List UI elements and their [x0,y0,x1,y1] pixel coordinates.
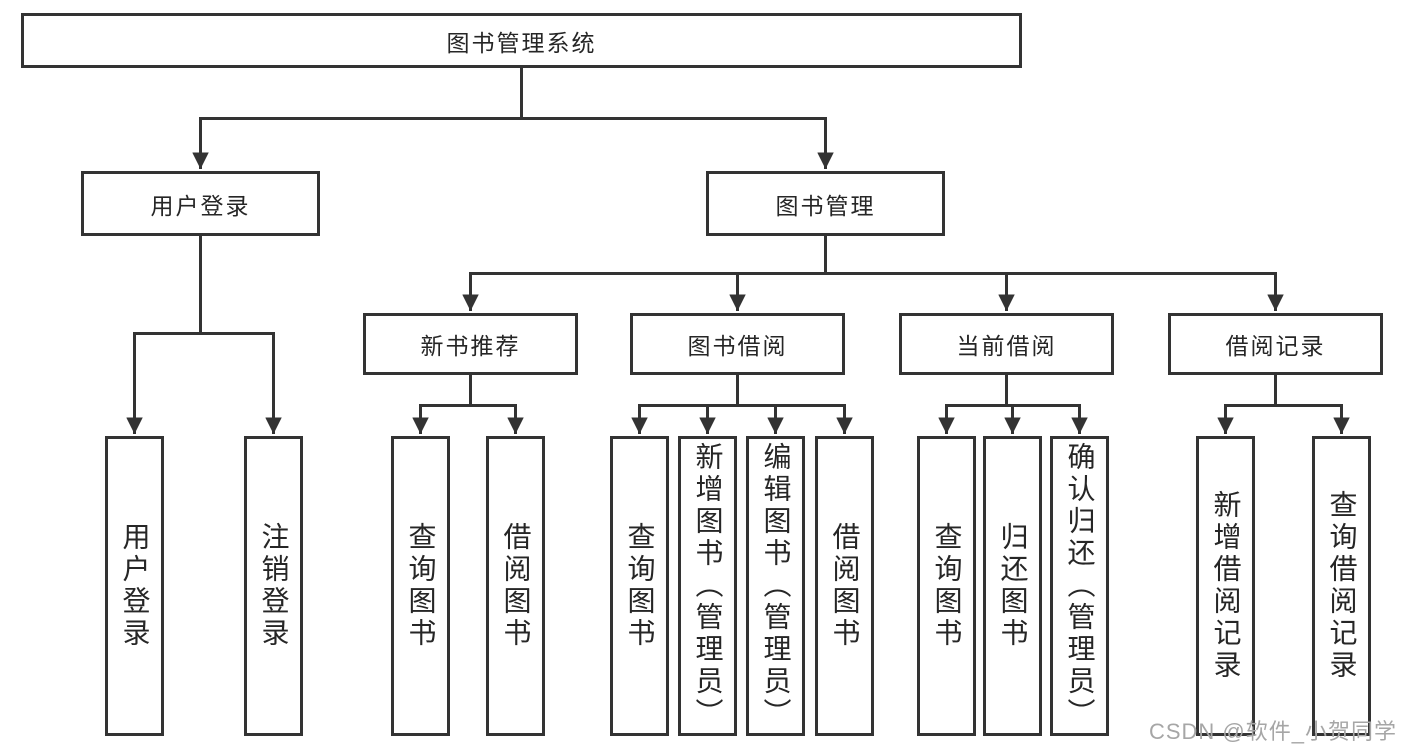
connector-new-book-recommend-to-leaves [412,375,524,434]
node-leaf-query-borrow-record: 查询借阅记录 [1312,436,1371,736]
node-current-borrow: 当前借阅 [899,313,1114,375]
node-leaf-borrow-books-recommend: 借阅图书 [486,436,545,736]
csdn-watermark: CSDN @软件_小贺同学 [1148,719,1397,744]
node-leaf-edit-books-admin: 编辑图书（管理员） [746,436,805,736]
node-leaf-query-books-borrow: 查询图书 [610,436,669,736]
connector-borrow-records-to-leaves [1217,375,1350,434]
node-leaf-return-books: 归还图书 [983,436,1042,736]
node-book-borrow: 图书借阅 [630,313,845,375]
node-leaf-query-books-recommend: 查询图书 [391,436,450,736]
node-leaf-borrow-books: 借阅图书 [815,436,874,736]
connector-book-management-to-level3 [462,236,1284,311]
node-leaf-user-login: 用户登录 [105,436,164,736]
node-user-login: 用户登录 [81,171,320,236]
connector-user-login-to-leaves [126,236,282,434]
connector-current-borrow-to-leaves [938,375,1088,434]
node-leaf-add-books-admin: 新增图书（管理员） [678,436,737,736]
node-leaf-logout: 注销登录 [244,436,303,736]
connector-root-to-level2 [192,68,834,169]
node-leaf-query-books-current: 查询图书 [917,436,976,736]
node-borrow-records: 借阅记录 [1168,313,1383,375]
node-book-management: 图书管理 [706,171,945,236]
node-library-management-system: 图书管理系统 [21,13,1022,68]
connector-book-borrow-to-leaves [631,375,853,434]
node-leaf-add-borrow-record: 新增借阅记录 [1196,436,1255,736]
node-new-book-recommend: 新书推荐 [363,313,578,375]
node-leaf-confirm-return-admin: 确认归还（管理员） [1050,436,1109,736]
